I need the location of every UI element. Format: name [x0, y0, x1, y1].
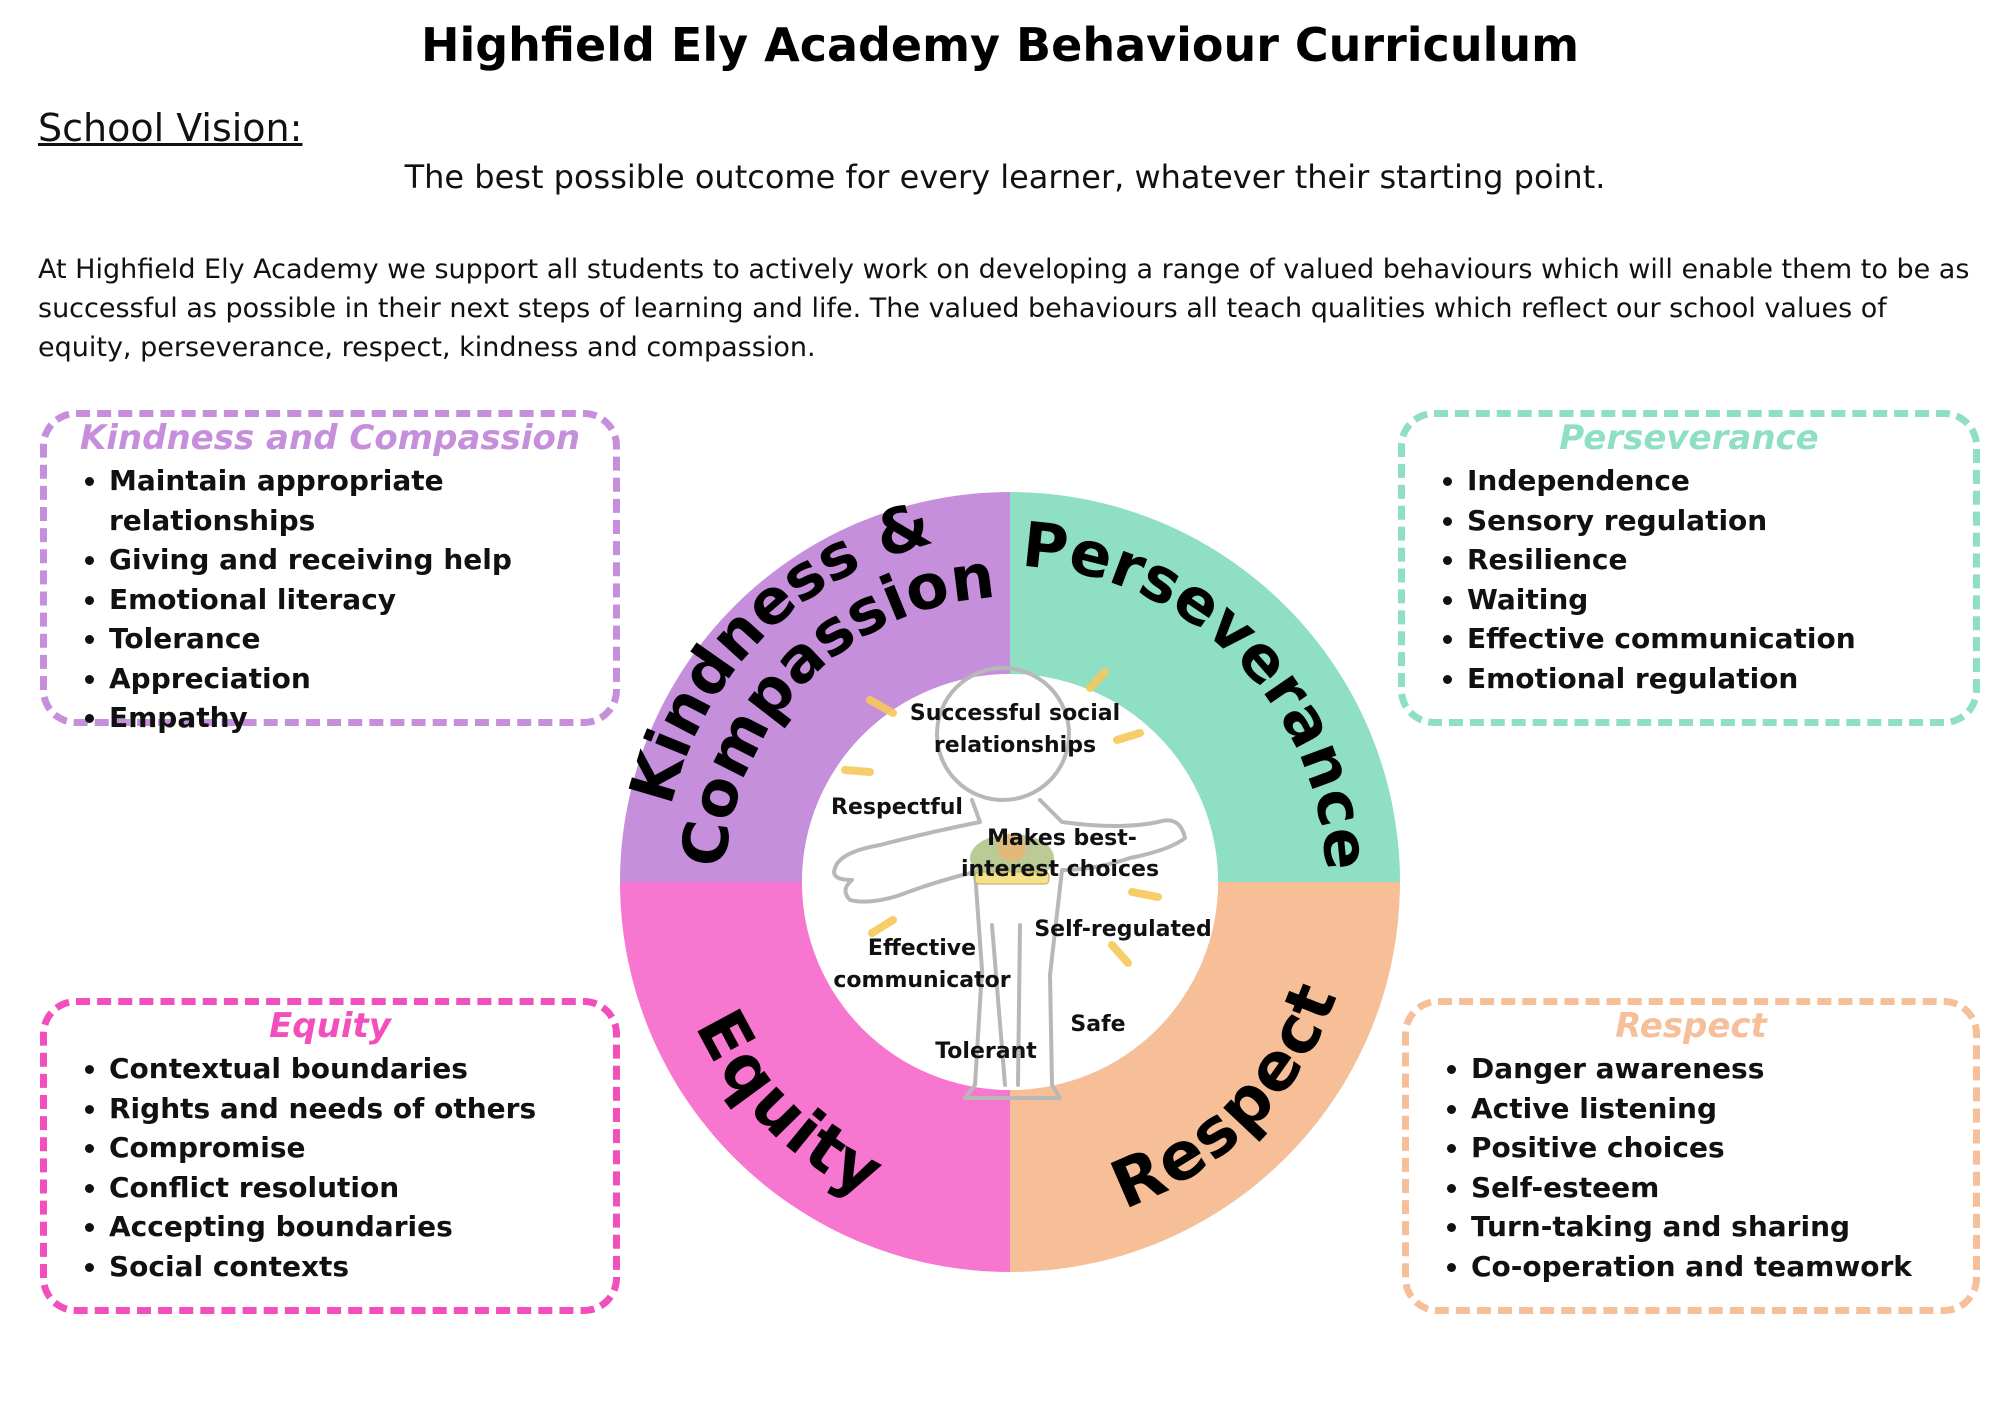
respect-quadrant — [1010, 882, 1400, 1272]
equity-list: Contextual boundaries Rights and needs o… — [47, 1049, 613, 1286]
list-item: Active listening — [1471, 1089, 1973, 1129]
behaviour-choices-line1: Makes best- — [987, 826, 1137, 851]
person-outline-icon — [832, 666, 1187, 1100]
equity-heading: Equity — [269, 1006, 391, 1046]
list-item: Empathy — [109, 698, 613, 738]
sparkle-marks — [841, 668, 1162, 967]
list-item: Compromise — [109, 1128, 613, 1168]
list-item: Self-esteem — [1471, 1168, 1973, 1208]
list-item: Resilience — [1467, 540, 1973, 580]
behaviour-tolerant: Tolerant — [935, 1039, 1037, 1064]
behaviour-communicator-line1: Effective — [868, 936, 976, 961]
school-logo-icon — [970, 834, 1054, 885]
respect-list: Danger awareness Active listening Positi… — [1409, 1049, 1973, 1286]
behaviour-social-line1: Successful social — [910, 701, 1120, 726]
equity-box: Equity Contextual boundaries Rights and … — [40, 998, 620, 1314]
perseverance-box: Perseverance Independence Sensory regula… — [1398, 410, 1980, 726]
list-item: Appreciation — [109, 659, 613, 699]
kindness-quadrant — [620, 492, 1010, 882]
list-item: Contextual boundaries — [109, 1049, 613, 1089]
list-item: Emotional regulation — [1467, 659, 1973, 699]
list-item: Turn-taking and sharing — [1471, 1207, 1973, 1247]
vision-statement: The best possible outcome for every lear… — [404, 158, 1606, 196]
respect-heading: Respect — [1615, 1006, 1767, 1046]
intro-paragraph: At Highfield Ely Academy we support all … — [38, 254, 1970, 363]
behaviour-communicator-line2: communicator — [833, 968, 1010, 993]
list-item: Sensory regulation — [1467, 501, 1973, 541]
list-item: Social contexts — [109, 1247, 613, 1287]
vision-label: School Vision: — [38, 106, 303, 150]
perseverance-quadrant — [1010, 492, 1400, 882]
equity-quadrant — [620, 882, 1010, 1272]
perseverance-list: Independence Sensory regulation Resilien… — [1405, 461, 1973, 698]
list-item: Danger awareness — [1471, 1049, 1973, 1089]
behaviour-social-line2: relationships — [934, 733, 1096, 758]
list-item: Conflict resolution — [109, 1168, 613, 1208]
behaviour-respectful: Respectful — [831, 795, 963, 820]
kindness-compassion-box: Kindness and Compassion Maintain appropr… — [40, 410, 620, 734]
list-item: Accepting boundaries — [109, 1207, 613, 1247]
list-item: Waiting — [1467, 580, 1973, 620]
behaviour-choices-line2: interest choices — [961, 857, 1159, 882]
list-item: Emotional literacy — [109, 580, 613, 620]
behaviour-safe: Safe — [1070, 1012, 1125, 1037]
list-item: Effective communication — [1467, 619, 1973, 659]
perseverance-heading: Perseverance — [1559, 418, 1819, 458]
kindness-compassion-list: Maintain appropriate relationships Givin… — [47, 461, 613, 738]
kindness-compassion-heading: Kindness and Compassion — [79, 418, 581, 458]
list-item: Tolerance — [109, 619, 613, 659]
list-item: Rights and needs of others — [109, 1089, 613, 1129]
behaviour-self-regulated: Self-regulated — [1034, 917, 1211, 942]
page-title: Highfield Ely Academy Behaviour Curricul… — [420, 18, 1580, 72]
list-item: Giving and receiving help — [109, 540, 613, 580]
list-item: Positive choices — [1471, 1128, 1973, 1168]
respect-box: Respect Danger awareness Active listenin… — [1402, 998, 1980, 1314]
list-item: Independence — [1467, 461, 1973, 501]
list-item: Maintain appropriate relationships — [109, 461, 613, 540]
values-wheel: Kindness & Compassion Perseverance Equit… — [615, 487, 1400, 1272]
list-item: Co-operation and teamwork — [1471, 1247, 1973, 1287]
